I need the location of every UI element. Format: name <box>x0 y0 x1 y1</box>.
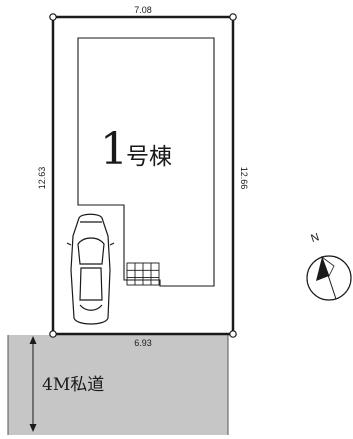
dimension-bottom: 6.93 <box>134 338 152 348</box>
plot: 7.08 6.93 12.63 12.66 <box>37 5 249 348</box>
road-label: 4M私道 <box>42 375 104 395</box>
road-area: 4M私道 <box>7 335 229 435</box>
compass-needle-light <box>321 255 335 278</box>
dimension-right: 12.66 <box>239 167 249 190</box>
compass-north-label: N <box>309 231 320 245</box>
road-width-arrow-top <box>29 336 37 344</box>
dimension-top: 7.08 <box>134 5 152 15</box>
corner-marker-bottom-left <box>49 330 57 338</box>
corner-marker-top-left <box>49 13 57 21</box>
building-label: 号棟 <box>126 144 172 170</box>
corner-marker-bottom-right <box>229 330 237 338</box>
building-outline <box>77 37 215 287</box>
road-fill <box>8 335 228 435</box>
planter-grid-icon <box>126 262 160 286</box>
building: 1 号棟 <box>77 37 215 287</box>
corner-marker-top-right <box>229 13 237 21</box>
dimension-left: 12.63 <box>37 167 47 190</box>
compass-needle-dark <box>316 257 329 281</box>
building-number: 1 <box>100 124 128 175</box>
car-icon <box>66 213 115 325</box>
north-arrow-icon: N <box>306 231 352 301</box>
road-width-arrow-bottom <box>29 424 37 432</box>
